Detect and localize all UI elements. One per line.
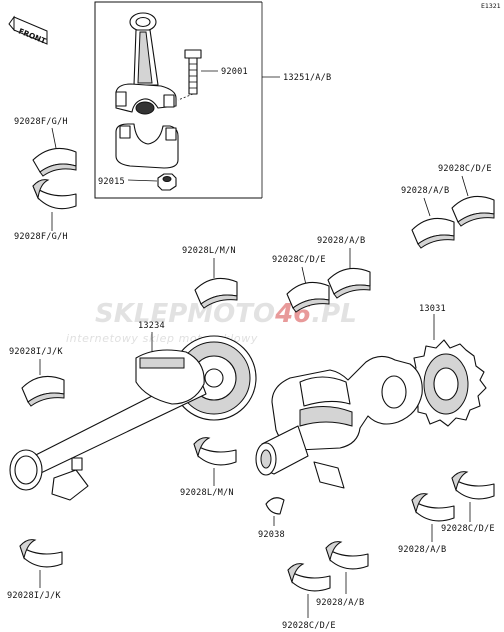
label-92028ijk-top: 92028I/J/K (9, 347, 63, 357)
label-92028ijk-bottom: 92028I/J/K (7, 591, 61, 601)
label-92028lmn-bottom: 92028L/M/N (180, 488, 234, 498)
label-92028ab-lower-right: 92028/A/B (398, 545, 446, 555)
label-92028fgh-top: 92028F/G/H (14, 117, 68, 127)
label-92028cde-right: 92028C/D/E (438, 164, 492, 174)
label-13234: 13234 (138, 321, 165, 331)
watermark: SKLEPMOTO46.PL internetowy sklep motocyk… (66, 299, 357, 345)
label-92001: 92001 (221, 67, 248, 77)
center-bearing-a-lower (325, 541, 369, 570)
front-arrow: FRONT (8, 15, 48, 46)
label-92028ab-bottom: 92028/A/B (316, 598, 364, 608)
page-code: E1321 (481, 2, 501, 10)
conrod-bearing-upper (32, 147, 77, 177)
center-bearing-a (327, 267, 371, 299)
main-bearing-a-lower (411, 493, 455, 522)
connecting-rod (115, 12, 177, 115)
conrod-bolt (177, 49, 218, 101)
balancer-bearing-lmn-lower (193, 437, 237, 466)
balancer-bearing-lmn-upper (194, 277, 238, 309)
label-92028cde-lower-right: 92028C/D/E (441, 524, 495, 534)
svg-text:SKLEPMOTO46.PL: SKLEPMOTO46.PL (95, 299, 357, 329)
center-bearing-cde-lower (287, 563, 331, 592)
label-92028ab-center: 92028/A/B (317, 236, 365, 246)
label-13251: 13251/A/B (283, 73, 331, 83)
label-92028cde-bottom: 92028C/D/E (282, 621, 336, 631)
balancer-bearing-ijk-upper (21, 375, 65, 407)
conrod-nut (127, 173, 177, 191)
label-92028cde-center: 92028C/D/E (272, 255, 326, 265)
main-bearing-a-upper (411, 217, 455, 249)
center-bearing-cde (286, 281, 330, 313)
watermark-main: SKLEPMOTO (95, 299, 275, 329)
label-92015: 92015 (98, 177, 125, 187)
balancer-shaft (9, 335, 257, 501)
label-92028ab-right: 92028/A/B (401, 186, 449, 196)
main-bearing-cde-lower (451, 471, 495, 500)
crankshaft (255, 339, 487, 489)
label-92038: 92038 (258, 530, 285, 540)
conrod-cap (115, 123, 179, 169)
label-13031: 13031 (419, 304, 446, 314)
label-92028lmn-top: 92028L/M/N (182, 246, 236, 256)
balancer-bearing-ijk-lower (19, 539, 63, 568)
conrod-assembly: 92001 13251/A/B 92015 (94, 1, 331, 199)
label-92028fgh-bottom: 92028F/G/H (14, 232, 68, 242)
main-bearing-cde-upper (451, 195, 495, 227)
crank-key (265, 497, 285, 515)
conrod-bearing-lower (32, 179, 77, 210)
